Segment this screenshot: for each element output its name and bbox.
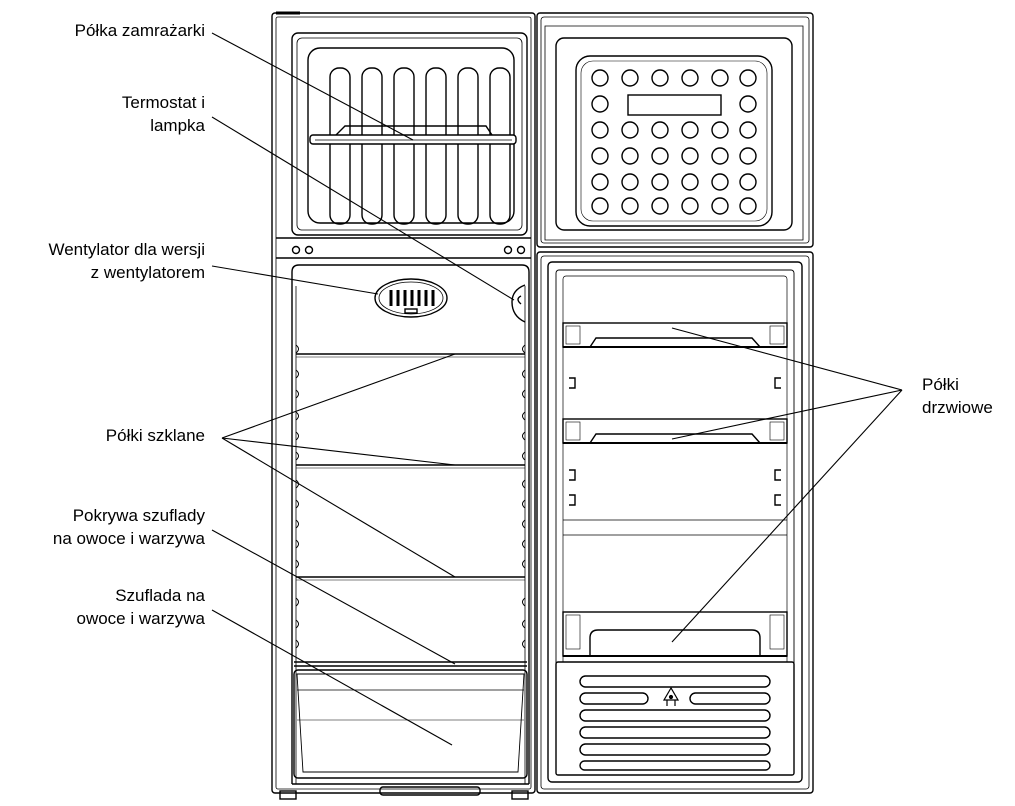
label-thermostat: Termostat i lampka [121,93,205,135]
glass-shelves [296,353,525,581]
cabinet-body [271,11,536,800]
leader-glass-3 [221,437,456,578]
freezer-shelf [309,125,517,145]
crisper-cover [294,661,527,667]
label-crisper-cover: Pokrywa szuflady na owoce i warzywa [52,506,205,548]
leader-door-shelf-3 [671,389,903,643]
freezer-compartment [291,32,528,236]
leader-thermostat [211,116,515,301]
divider-strip [276,237,531,259]
leader-crisper-cover [211,529,456,665]
shelf-supports-right [522,344,526,649]
leader-fan [211,265,379,295]
leader-lines [211,32,903,746]
door-vent-grille [555,661,795,776]
leader-door-shelf-1 [671,327,903,391]
leader-crisper-drawer [211,609,453,746]
door-shelves [562,322,788,657]
leader-freezer-shelf [211,32,414,141]
leader-glass-2 [221,437,456,466]
freezer-door [536,12,814,248]
label-fan: Wentylator dla wersji z wentylatorem [48,240,205,282]
label-door-shelves: Półki drzwiowe [922,375,993,417]
shelf-supports-left [295,344,299,649]
logo-icon [662,686,680,706]
label-glass-shelves: Półki szklane [105,426,205,445]
leader-glass-1 [221,353,456,439]
label-crisper-drawer: Szuflada na owoce i warzywa [76,586,206,628]
label-freezer-shelf: Półka zamrażarki [74,21,205,40]
thermostat-lamp [511,284,526,323]
fridge-compartment [291,264,530,785]
leader-door-shelf-2 [671,389,903,440]
crisper-drawer [293,669,528,779]
freezer-door-dimples [591,69,757,215]
fan-grille [374,278,448,318]
